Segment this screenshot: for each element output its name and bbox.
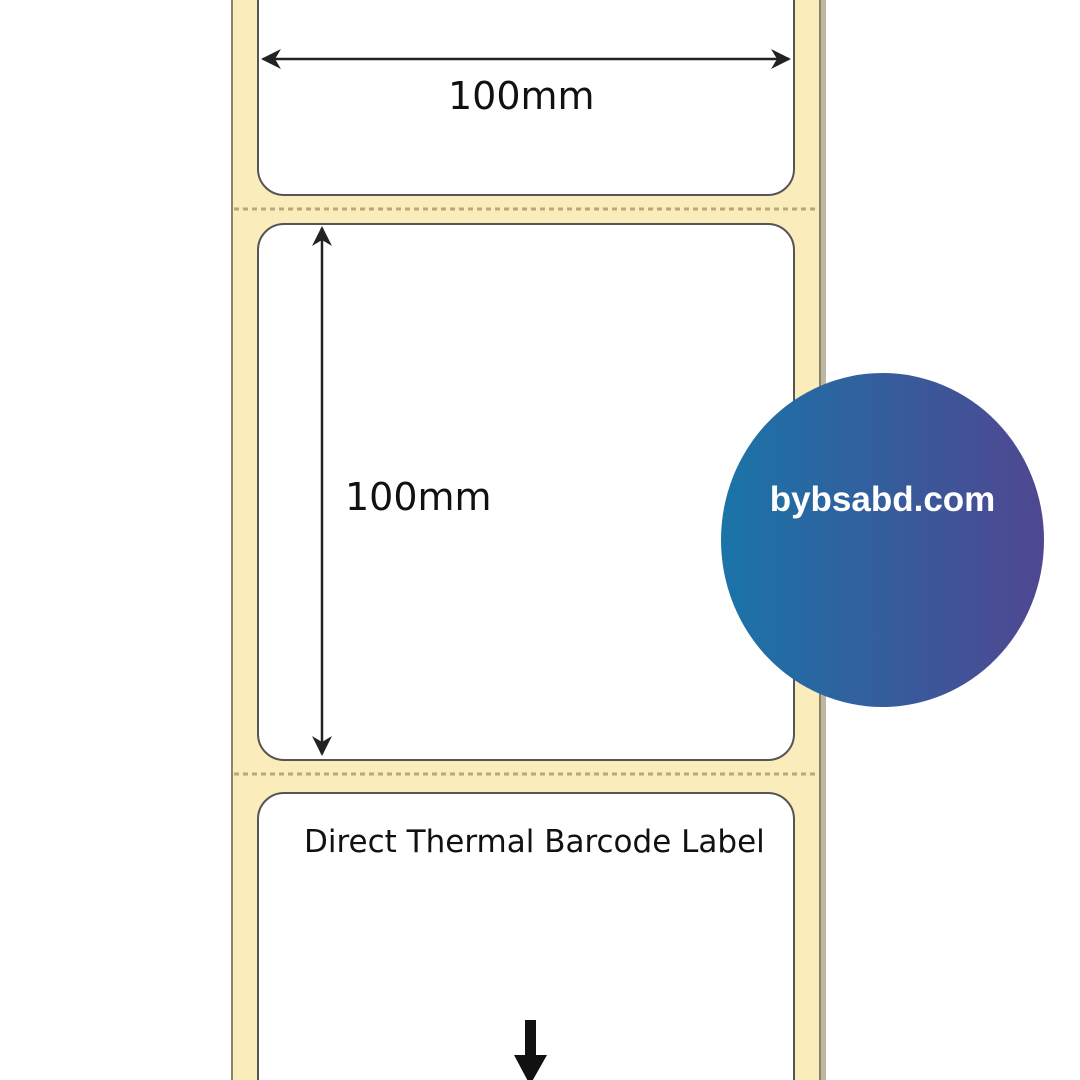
height-dimension-label: 100mm xyxy=(345,475,492,519)
label-top xyxy=(257,0,795,196)
label-middle xyxy=(257,223,795,761)
feed-direction-arrow-icon xyxy=(514,1020,547,1080)
label-type-caption: Direct Thermal Barcode Label xyxy=(304,824,765,860)
width-dimension-label: 100mm xyxy=(448,74,595,118)
brand-badge: bybsabd.com xyxy=(721,373,1044,707)
label-bottom xyxy=(257,792,795,1080)
brand-text: bybsabd.com xyxy=(769,480,996,519)
